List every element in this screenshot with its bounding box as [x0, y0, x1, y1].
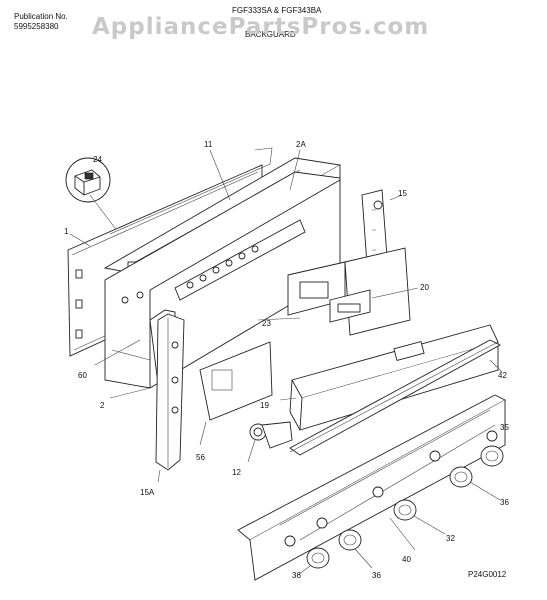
knob-35 — [480, 430, 504, 467]
part-40-manifold-panel — [237, 394, 506, 581]
callout-36-a: 36 — [500, 498, 509, 507]
callout-60: 60 — [78, 371, 87, 380]
diagram-code: P24G0012 — [468, 570, 507, 579]
callout-2a: 2A — [296, 140, 306, 149]
callout-20: 20 — [420, 283, 429, 292]
publication-label: Publication No. — [14, 12, 68, 21]
callout-56: 56 — [196, 453, 205, 462]
knob-32 — [372, 486, 446, 535]
knob-36-a — [429, 450, 501, 501]
part-24-switch — [65, 157, 119, 233]
watermark: AppliancePartsPros.com — [92, 14, 430, 40]
callout-19: 19 — [260, 401, 269, 410]
callout-24: 24 — [93, 155, 102, 164]
part-12-igniter — [247, 421, 293, 463]
part-20-display-bracket — [287, 247, 419, 336]
publication-number: 5995258380 — [14, 22, 59, 31]
section-title: BACKGUARD — [245, 30, 296, 39]
callout-42: 42 — [498, 371, 507, 380]
part-23-leader — [257, 317, 301, 321]
knob-36-b — [316, 517, 373, 569]
part-56-inner-cover — [199, 341, 273, 446]
model-number: FGF333SA & FGF343BA — [232, 6, 322, 15]
callout-15: 15 — [398, 189, 407, 198]
callout-1: 1 — [64, 227, 69, 236]
callout-40: 40 — [402, 555, 411, 564]
callout-36-b: 36 — [372, 571, 381, 580]
callout-11: 11 — [204, 140, 213, 149]
callout-35: 35 — [500, 423, 509, 432]
callout-36-c: 36 — [292, 571, 301, 580]
callout-32: 32 — [446, 534, 455, 543]
callout-12: 12 — [232, 468, 241, 477]
part-15a-left-trim — [155, 313, 185, 483]
knob-36-c — [284, 535, 330, 576]
part-42-trim-strip — [289, 339, 503, 456]
callout-23: 23 — [262, 319, 271, 328]
callout-2: 2 — [100, 401, 105, 410]
callout-15a: 15A — [140, 488, 155, 497]
